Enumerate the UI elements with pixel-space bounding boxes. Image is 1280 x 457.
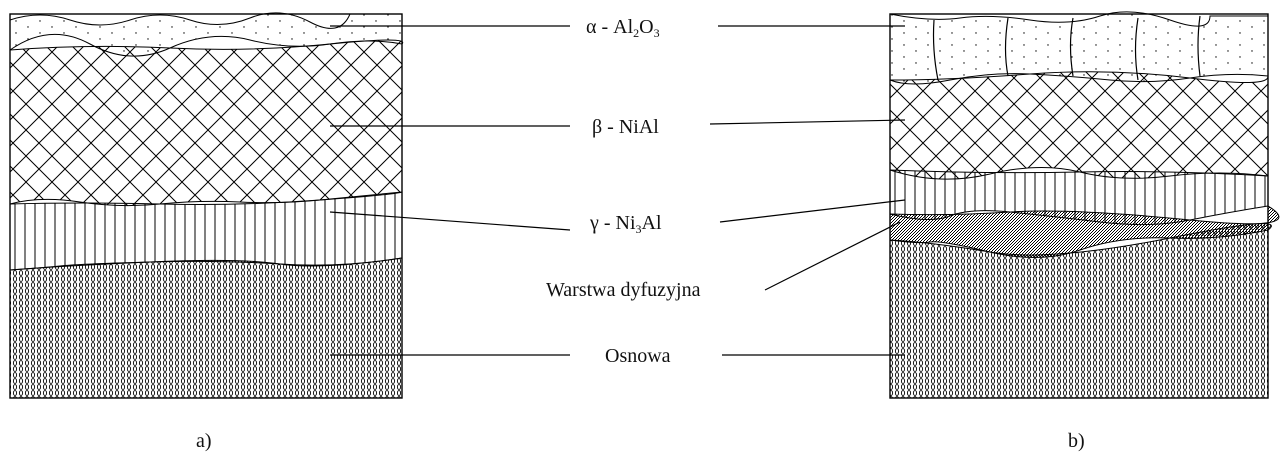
label-alpha-alumina: α - Al2O3 <box>586 16 660 40</box>
label-substrate: Osnowa <box>605 345 671 367</box>
panel-a <box>9 12 404 399</box>
caption-b: b) <box>1068 430 1085 452</box>
panel-a-beta-layer <box>9 39 404 207</box>
label-beta-nial: β - NiAl <box>592 116 659 138</box>
panel-b <box>889 11 1280 399</box>
label-gamma-ni3al: γ - Ni3Al <box>589 212 662 236</box>
panel-b-beta-layer <box>889 71 1269 180</box>
panel-a-frame <box>9 13 403 399</box>
panel-a-substrate <box>9 257 403 399</box>
leader-lines <box>329 25 906 356</box>
leader-diffusion <box>764 221 901 291</box>
label-diffusion-layer: Warstwa dyfuzyjna <box>546 279 701 301</box>
panel-b-frame <box>889 13 1269 399</box>
panel-a-gamma-layer <box>9 190 403 271</box>
leader-gamma-left <box>329 211 571 231</box>
leader-beta-right <box>709 119 906 125</box>
leader-gamma-right <box>719 199 906 223</box>
caption-a: a) <box>196 430 212 452</box>
